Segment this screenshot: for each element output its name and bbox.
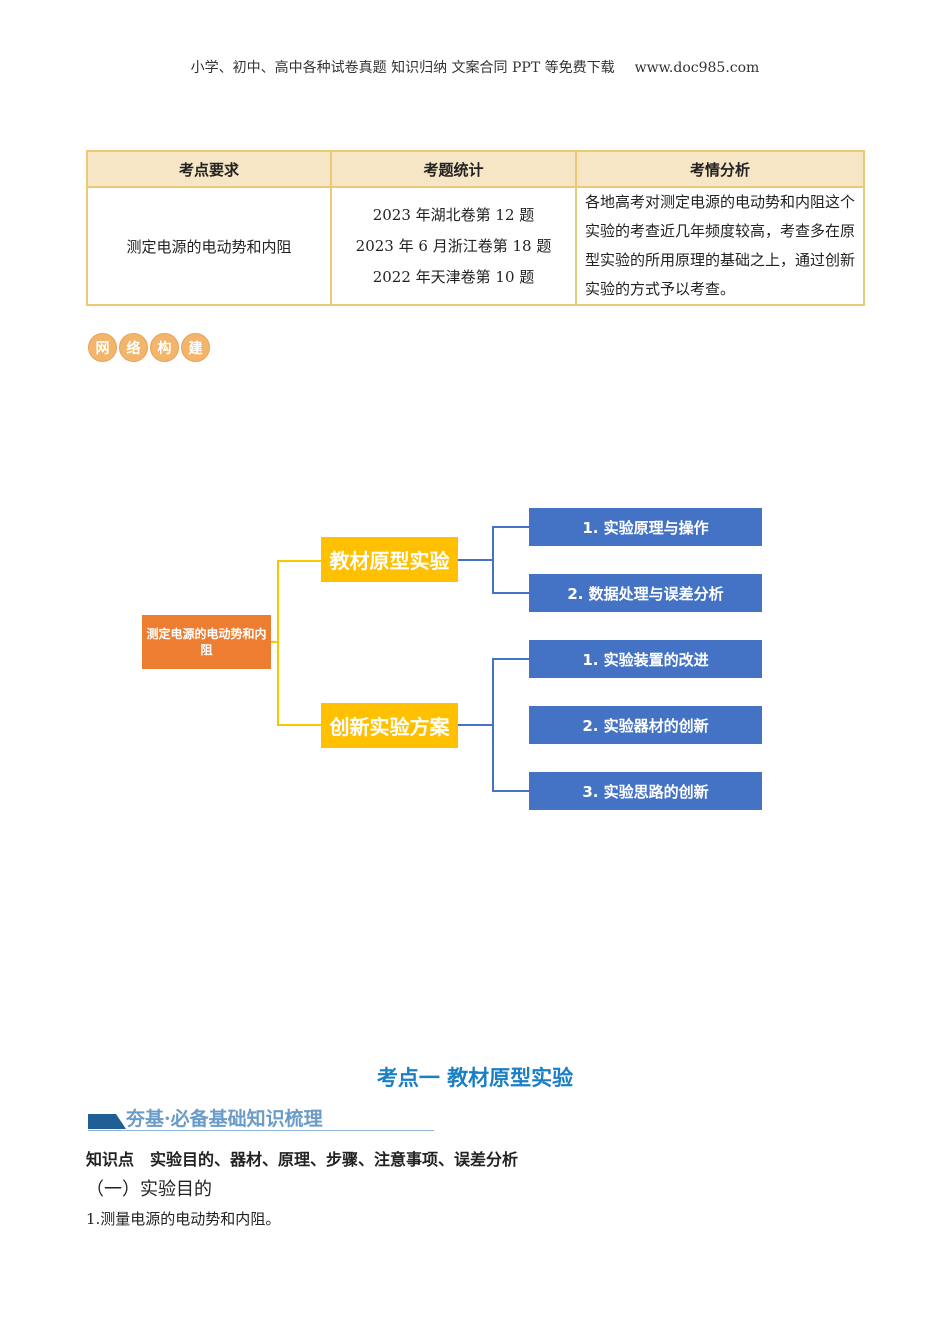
network-badge: 网络构建	[88, 333, 210, 362]
connector	[458, 559, 493, 561]
connector	[492, 658, 494, 792]
connector	[492, 658, 529, 660]
badge-char: 网	[88, 333, 117, 362]
connector	[277, 560, 279, 726]
connector	[458, 724, 493, 726]
stat-line: 2023 年湖北卷第 12 题	[372, 205, 535, 224]
subsection-banner: 夯基·必备基础知识梳理	[88, 1104, 434, 1131]
table-header: 考题统计	[330, 150, 577, 188]
exam-summary-table: 考点要求考题统计考情分析 测定电源的电动势和内阻 2023 年湖北卷第 12 题…	[86, 150, 865, 306]
header-url: www.doc985.com	[634, 60, 760, 76]
connector	[277, 724, 321, 726]
mindmap-root: 测定电源的电动势和内阻	[142, 615, 271, 669]
connector	[492, 790, 529, 792]
section-title: 考点一 教材原型实验	[376, 1066, 574, 1090]
badge-char: 络	[119, 333, 148, 362]
leaf-node: 1. 实验原理与操作	[529, 508, 762, 546]
branch-innovation: 创新实验方案	[321, 703, 458, 748]
badge-char: 建	[181, 333, 210, 362]
connector	[492, 526, 494, 594]
leaf-node: 2. 数据处理与误差分析	[529, 574, 762, 612]
subsection-title: 夯基·必备基础知识梳理	[126, 1108, 323, 1130]
table-header: 考点要求	[86, 150, 332, 188]
leaf-node: 2. 实验器材的创新	[529, 706, 762, 744]
badge-char: 构	[150, 333, 179, 362]
part-heading: （一）实验目的	[86, 1179, 212, 1200]
stats-cell: 2023 年湖北卷第 12 题 2023 年 6 月浙江卷第 18 题 2022 年…	[330, 186, 577, 306]
connector	[277, 560, 321, 562]
stat-line: 2022 年天津卷第 10 题	[372, 267, 535, 286]
banner-marker	[88, 1114, 126, 1129]
leaf-node: 1. 实验装置的改进	[529, 640, 762, 678]
table-header: 考情分析	[575, 150, 865, 188]
list-item: 1.测量电源的电动势和内阻。	[86, 1210, 281, 1228]
requirement-cell: 测定电源的电动势和内阻	[86, 186, 332, 306]
connector	[492, 592, 529, 594]
branch-textbook: 教材原型实验	[321, 537, 458, 582]
connector	[271, 641, 278, 643]
header-text: 小学、初中、高中各种试卷真题 知识归纳 文案合同 PPT 等免费下载	[190, 60, 615, 76]
leaf-node: 3. 实验思路的创新	[529, 772, 762, 810]
stat-line: 2023 年 6 月浙江卷第 18 题	[355, 236, 552, 255]
connector	[492, 526, 529, 528]
knowledge-point: 知识点 实验目的、器材、原理、步骤、注意事项、误差分析	[86, 1150, 519, 1169]
analysis-cell: 各地高考对测定电源的电动势和内阻这个实验的考查近几年频度较高，考查多在原型实验的…	[575, 186, 865, 306]
page-header: 小学、初中、高中各种试卷真题 知识归纳 文案合同 PPT 等免费下载 www.do…	[0, 57, 950, 77]
